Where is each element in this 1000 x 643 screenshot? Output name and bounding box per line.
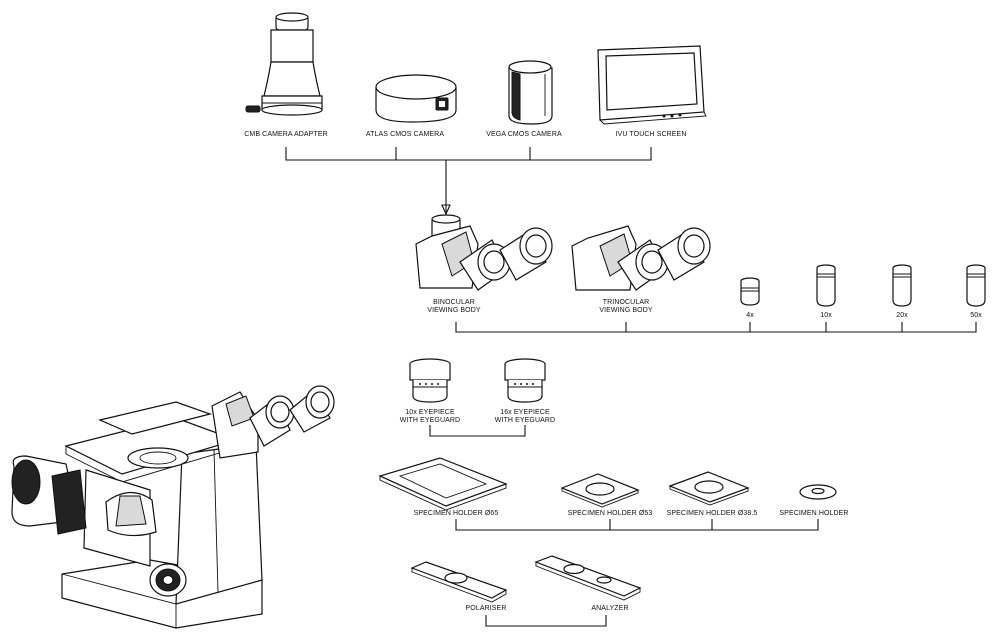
- holder-plain-label: SPECIMEN HOLDER: [779, 510, 849, 517]
- holder-38-icon: [670, 472, 748, 505]
- binocular-label-line1: BINOCULAR: [433, 299, 475, 306]
- touch-screen-label: IVU TOUCH SCREEN: [615, 131, 687, 138]
- eyepiece-10x-icon: [410, 359, 450, 402]
- trinocular-label-line2: VIEWING BODY: [599, 307, 653, 314]
- trinocular-label: TRINOCULAR VIEWING BODY: [599, 299, 652, 315]
- binocular-body-icon: [416, 215, 552, 290]
- holder-38-label: SPECIMEN HOLDER Ø38.5: [666, 510, 758, 517]
- connector-lines: [286, 147, 976, 626]
- objective-10x-label: 10x: [820, 312, 832, 319]
- analyzer-label: ANALYZER: [591, 605, 629, 612]
- polariser-icon: [412, 562, 506, 602]
- vega-camera-label: VEGA CMOS CAMERA: [486, 131, 562, 138]
- eyepiece-10x-label: 10x EYEPIECE WITH EYEGUARD: [400, 409, 460, 425]
- eyepiece-16x-label: 16x EYEPIECE WITH EYEGUARD: [495, 409, 555, 425]
- trinocular-body-icon: [572, 226, 710, 290]
- atlas-camera-icon: [376, 75, 456, 122]
- objective-4x-icon: [741, 278, 759, 305]
- holder-53-label: SPECIMEN HOLDER Ø53: [567, 510, 653, 517]
- analyzer-icon: [536, 556, 640, 600]
- holder-53-icon: [562, 474, 638, 507]
- eyepiece-10x-label-line1: 10x EYEPIECE: [405, 409, 455, 416]
- holder-65-icon: [380, 458, 506, 510]
- eyepiece-16x-label-line1: 16x EYEPIECE: [500, 409, 550, 416]
- touch-screen-icon: [598, 46, 706, 124]
- objective-50x-label: 50x: [970, 312, 982, 319]
- trinocular-label-line1: TRINOCULAR: [602, 299, 650, 306]
- objective-20x-label: 20x: [896, 312, 908, 319]
- vega-camera-icon: [509, 61, 552, 124]
- camera-adapter-label: CMB CAMERA ADAPTER: [244, 131, 328, 138]
- eyepiece-16x-label-line2: WITH EYEGUARD: [494, 417, 556, 424]
- holder-plain-icon: [800, 485, 836, 499]
- inverted-microscope-icon: [12, 386, 334, 628]
- objective-10x-icon: [817, 265, 835, 306]
- polariser-label: POLARISER: [465, 605, 507, 612]
- binocular-label-line2: VIEWING BODY: [427, 307, 481, 314]
- holder-65-label: SPECIMEN HOLDER Ø65: [413, 510, 499, 517]
- objective-4x-label: 4x: [746, 312, 754, 319]
- eyepiece-10x-label-line2: WITH EYEGUARD: [399, 417, 461, 424]
- eyepiece-16x-icon: [505, 359, 545, 402]
- objective-20x-icon: [893, 265, 911, 306]
- camera-adapter-icon: [246, 13, 322, 115]
- atlas-camera-label: ATLAS CMOS CAMERA: [365, 131, 445, 138]
- binocular-label: BINOCULAR VIEWING BODY: [427, 299, 480, 315]
- objective-50x-icon: [967, 265, 985, 306]
